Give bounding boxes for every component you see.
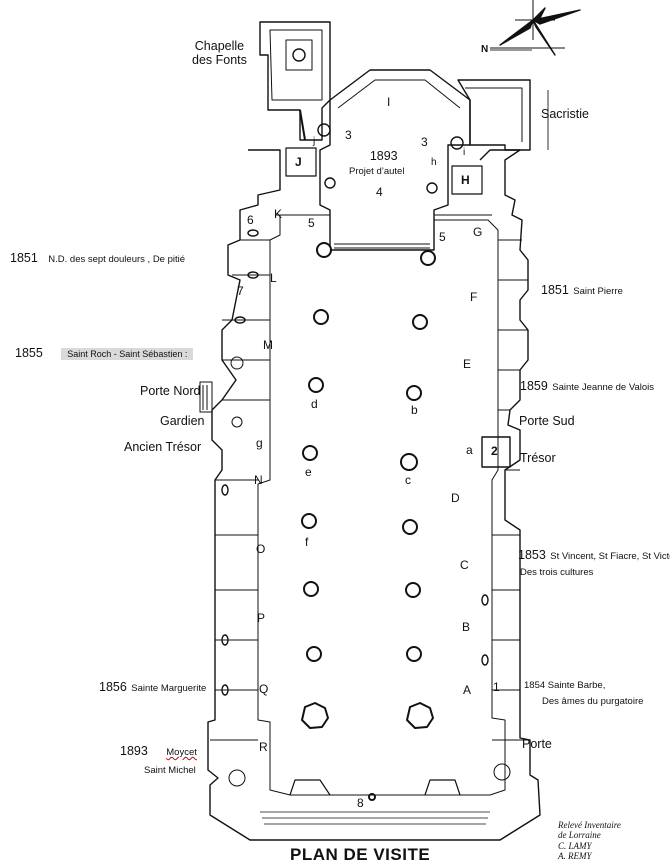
plan-letter: D (451, 491, 460, 505)
nave-outline (199, 149, 541, 841)
annotation-1856: 1856 Sainte Marguerite (99, 678, 206, 696)
plan-letter: R (259, 740, 268, 754)
plan-letter: c (405, 473, 411, 487)
sacristie-label: Sacristie (541, 107, 589, 121)
plan-letter: e (305, 465, 312, 479)
plan-letter: H (461, 173, 470, 187)
annotation-line-1: 1854 Sainte Barbe, (524, 680, 643, 691)
plan-letter: N (254, 473, 263, 487)
tresor-label: Trésor (520, 451, 556, 465)
annotation-1893-michel: 1893 Moycet Saint Michel (120, 742, 197, 776)
gardien-label: Gardien (160, 414, 205, 428)
plan-letter: F (470, 290, 478, 304)
annotation-text-2: Des âmes du purgatoire (542, 696, 644, 708)
ancien-tresor-label: Ancien Trésor (124, 440, 202, 454)
nave-pillars (301, 309, 434, 801)
annotation-text: Sainte Marguerite (131, 683, 207, 694)
annotation-year: 1851 (541, 283, 569, 297)
annotation-text: Saint Pierre (573, 286, 623, 297)
compass-rose-icon (490, 0, 581, 56)
plan-title: PLAN DE VISITE (290, 845, 431, 864)
plan-letter: h (431, 157, 437, 168)
annotation-name: Moycet (166, 747, 197, 758)
annotation-year: 1856 (99, 680, 127, 694)
annotation-text: Saint Michel (144, 764, 196, 776)
chapelle-line-2: des Fonts (192, 52, 247, 67)
choir-outline (316, 69, 471, 266)
annotation-year: 1859 (520, 379, 548, 393)
plan-letter: 4 (376, 185, 383, 199)
annotation-text: Sainte Jeanne de Valois (552, 382, 655, 393)
annotation-year: 1893 (120, 744, 148, 758)
plan-letter: C (460, 558, 469, 572)
plan-letter: 5 (439, 230, 446, 244)
chapel-outline (259, 21, 331, 141)
plan-letter: 7 (237, 284, 244, 298)
annotation-1851-north: 1851 N.D. des sept douleurs , De pitié (10, 249, 185, 267)
plan-letter: 5 (308, 216, 315, 230)
plan-letter: B (462, 620, 471, 634)
annotation-text: Sainte Barbe, (547, 680, 606, 691)
plan-letter: j (313, 136, 316, 147)
plan-letter: G (473, 225, 483, 239)
plan-letter: K (274, 207, 283, 221)
annotation-1859: 1859 Sainte Jeanne de Valois (520, 377, 654, 395)
annotation-year: 1851 (10, 251, 38, 265)
plan-letter: I (387, 95, 391, 109)
plan-letter: L (270, 271, 277, 285)
plan-letter: M (263, 338, 273, 352)
plan-letter: Q (259, 682, 269, 696)
sacristy-outline (457, 79, 531, 151)
plan-letter: J (295, 155, 302, 169)
annotation-1851-south: 1851 Saint Pierre (541, 281, 623, 299)
north-label: N (481, 44, 489, 55)
plan-letter: 8 (357, 796, 364, 810)
annotation-text: Saint Roch - Saint Sébastien : (61, 348, 194, 360)
chapelle-label: Chapelle des Fonts (192, 39, 247, 68)
plan-letter: 2 (491, 444, 498, 458)
plan-letter: O (256, 542, 266, 556)
plan-letter: g (256, 436, 263, 450)
annotation-text: St Vincent, St Fiacre, St Victor (550, 551, 670, 562)
credit-line: Relevé Inventaire (558, 820, 621, 830)
annotation-text: N.D. des sept douleurs , De pitié (48, 254, 186, 265)
annotation-year: 1853 (518, 548, 546, 562)
plan-letter: d (311, 397, 318, 411)
plan-letter: f (305, 535, 309, 549)
annotation-text: Projet d’autel (349, 165, 405, 177)
plan-letter: 6 (247, 213, 254, 227)
plan-letter: 3 (345, 128, 352, 142)
porte-sud-label: Porte Sud (519, 414, 575, 428)
annotation-1855: 1855 Saint Roch - Saint Sébastien : (15, 344, 194, 362)
plan-letter: i (463, 147, 466, 158)
annotation-1893-altar: 1893 Projet d’autel (349, 149, 404, 177)
porte-nord-label: Porte Nord (140, 384, 201, 398)
plan-letter: b (411, 403, 418, 417)
annotation-year: 1854 (524, 680, 546, 691)
annotation-1853: 1853 St Vincent, St Fiacre, St Victor De… (518, 546, 670, 578)
credit-line: C. LAMY (558, 840, 592, 851)
credit-line: de Lorraine (558, 830, 601, 841)
plan-letter: a (466, 443, 473, 457)
annotation-1854: 1854 Sainte Barbe, Des âmes du purgatoir… (524, 680, 644, 708)
annotation-year: 1893 (369, 149, 398, 163)
plan-letter: A (463, 683, 472, 697)
plan-letter: 1 (493, 680, 500, 694)
chapelle-line-1: Chapelle (194, 39, 245, 53)
plan-letter: 3 (421, 135, 428, 149)
plan-letter: E (463, 357, 472, 371)
annotation-year: 1855 (15, 346, 43, 360)
credit-block: Relevé Inventaire de Lorraine C. LAMY A.… (558, 820, 621, 861)
porte-label: Porte (522, 737, 552, 751)
credit-line: A. REMY (558, 851, 592, 862)
annotation-text-2: Des trois cultures (520, 566, 594, 578)
plan-letter: P (257, 611, 266, 625)
